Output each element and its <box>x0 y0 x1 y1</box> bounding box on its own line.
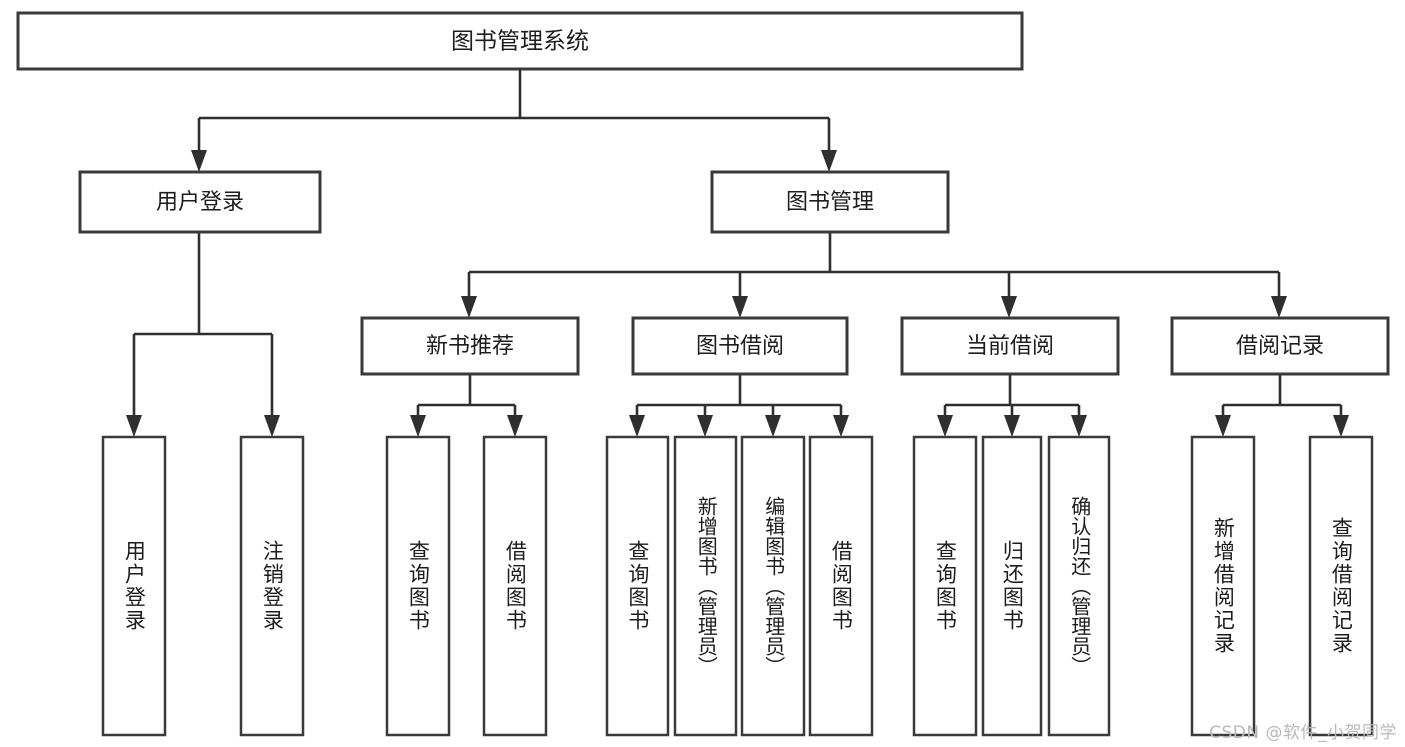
root-to-level2-arrow-icon-1 <box>821 150 837 172</box>
node-box-leaf-add-record[interactable] <box>1190 435 1256 737</box>
new-book-recommend-to-leaves-arrow-icon-0 <box>410 415 426 437</box>
node-box-leaf-query-record[interactable] <box>1308 435 1374 737</box>
book-management-to-level3-arrow-icon-0 <box>461 296 477 318</box>
node-box-leaf-return-book[interactable] <box>981 435 1043 737</box>
node-box-leaf-add-book[interactable] <box>673 435 738 737</box>
borrow-record-to-leaves-arrow-icon-1 <box>1333 415 1349 437</box>
node-box-leaf-user-login[interactable] <box>101 435 167 737</box>
book-borrow-to-leaves-arrow-icon-0 <box>629 415 645 437</box>
node-box-book-borrow[interactable] <box>631 316 849 376</box>
book-management-to-level3-arrow-icon-2 <box>1001 296 1017 318</box>
node-box-borrow-record[interactable] <box>1170 316 1390 376</box>
new-book-recommend-to-leaves-arrow-icon-1 <box>507 415 523 437</box>
node-label-book-borrow: 图书借阅 <box>696 334 784 359</box>
node-label-user-login: 用户登录 <box>156 190 244 215</box>
watermark-text: CSDN @软件_小贺同学 <box>1209 723 1397 743</box>
node-label-new-book-recommend: 新书推荐 <box>426 334 514 359</box>
node-box-leaf-borrow-book-2[interactable] <box>808 435 874 737</box>
node-box-new-book-recommend[interactable] <box>360 316 580 376</box>
node-box-leaf-confirm-return[interactable] <box>1047 435 1111 737</box>
root-to-level2-arrow-icon-0 <box>191 150 207 172</box>
current-borrow-to-leaves-arrow-icon-0 <box>937 415 953 437</box>
node-box-leaf-query-book-1[interactable] <box>385 435 451 737</box>
connectors-layer <box>126 69 1349 437</box>
current-borrow-to-leaves-arrow-icon-2 <box>1071 415 1087 437</box>
node-box-leaf-query-book-3[interactable] <box>912 435 978 737</box>
current-borrow-to-leaves-arrow-icon-1 <box>1004 415 1020 437</box>
borrow-record-to-leaves-arrow-icon-0 <box>1215 415 1231 437</box>
node-box-leaf-query-book-2[interactable] <box>605 435 670 737</box>
book-borrow-to-leaves-arrow-icon-3 <box>833 415 849 437</box>
node-label-root: 图书管理系统 <box>451 29 589 55</box>
node-box-user-login[interactable] <box>78 170 322 234</box>
node-box-current-borrow[interactable] <box>900 316 1120 376</box>
boxes-layer <box>16 11 1390 737</box>
node-box-book-management[interactable] <box>710 170 950 234</box>
node-label-borrow-record: 借阅记录 <box>1236 334 1324 359</box>
node-box-leaf-logout[interactable] <box>239 435 305 737</box>
user-login-to-leaves-arrow-icon-0 <box>126 415 142 437</box>
node-label-current-borrow: 当前借阅 <box>966 334 1054 359</box>
book-borrow-to-leaves-arrow-icon-2 <box>765 415 781 437</box>
node-label-book-management: 图书管理 <box>786 190 874 215</box>
node-box-root[interactable] <box>16 11 1024 71</box>
book-borrow-to-leaves-arrow-icon-1 <box>697 415 713 437</box>
book-management-to-level3-arrow-icon-3 <box>1271 296 1287 318</box>
node-box-leaf-borrow-book-1[interactable] <box>482 435 548 737</box>
node-box-leaf-edit-book[interactable] <box>740 435 806 737</box>
user-login-to-leaves-arrow-icon-1 <box>264 415 280 437</box>
book-management-to-level3-arrow-icon-1 <box>732 296 748 318</box>
